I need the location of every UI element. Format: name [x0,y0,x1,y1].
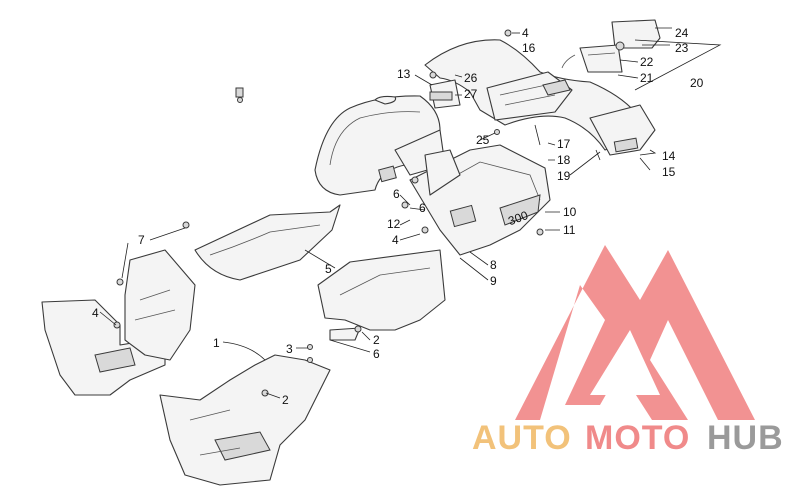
left-footwell [41,249,196,396]
callout-12: 12 [387,217,401,231]
callout-11: 11 [563,223,576,237]
watermark-moto: MOTO [585,419,690,457]
watermark-auto: AUTO [472,419,572,457]
callout-4: 4 [522,26,529,40]
callout-6: 6 [419,201,426,215]
side-panels: 300 [409,79,551,256]
callout-9: 9 [490,274,497,288]
callout-4: 4 [392,233,399,247]
callout-13: 13 [397,67,411,81]
callout-24: 24 [675,26,689,40]
callout-19: 19 [557,169,571,183]
callout-6: 6 [393,187,400,201]
callout-17: 17 [557,137,571,151]
callout-20: 20 [690,76,704,90]
callout-27: 27 [464,87,478,101]
watermark-hub: HUB [707,419,784,457]
callout-2: 2 [282,393,289,407]
callout-16: 16 [522,41,536,55]
callout-10: 10 [563,205,577,219]
callout-5: 5 [325,262,332,276]
rear-fender [424,39,656,156]
callout-4: 4 [92,306,99,320]
callout-26: 26 [464,71,478,85]
callout-leaders [99,27,722,399]
callout-3: 3 [286,342,293,356]
callout-6: 6 [373,347,380,361]
fasteners [113,29,601,397]
decal-text: 300 [506,208,530,228]
callout-25: 25 [476,133,490,147]
watermark-text: AUTO MOTO HUB [472,419,784,457]
callout-2: 2 [373,333,380,347]
callout-21: 21 [640,71,654,85]
watermark-logo [515,245,755,420]
callout-15: 15 [662,165,676,179]
callout-14: 14 [662,149,676,163]
callout-7: 7 [138,233,145,247]
callout-1: 1 [213,336,220,350]
callout-labels: 4 16 24 23 22 21 20 13 26 27 25 17 18 19… [92,26,704,407]
callout-22: 22 [640,55,654,69]
right-footwell [159,354,331,486]
callout-8: 8 [490,258,497,272]
left-side-panel [194,204,446,341]
callout-23: 23 [675,41,689,55]
callout-18: 18 [557,153,571,167]
